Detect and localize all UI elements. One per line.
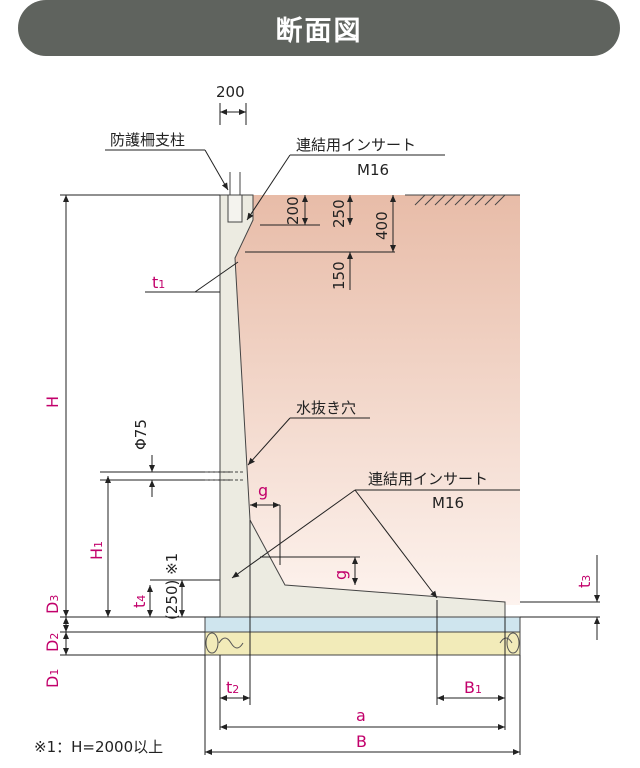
H-label: H — [43, 396, 62, 408]
B-label: B — [356, 732, 367, 751]
insert-top-size: M16 — [357, 161, 389, 179]
D3-label: D3 — [43, 595, 62, 614]
base-concrete — [204, 616, 521, 633]
page-title: 断面図 — [275, 16, 363, 47]
soil-backfill — [220, 195, 520, 605]
dim-150: 150 — [330, 261, 348, 290]
t3-label: t3 — [575, 575, 594, 588]
dim-250-note: (250) ※1 — [163, 553, 181, 620]
B1-label: B1 — [464, 678, 482, 697]
insert-top-label: 連結用インサート — [296, 136, 416, 154]
phi75-label: Φ75 — [132, 419, 150, 450]
H1-label: H1 — [87, 541, 106, 560]
fence-post — [227, 172, 243, 223]
g-upper-label: g — [258, 481, 268, 500]
dimension-lines — [60, 103, 600, 755]
dim-insert-250: 250 — [330, 199, 348, 228]
insert-bottom-label: 連結用インサート — [368, 470, 488, 488]
gravel-foundation — [204, 631, 521, 656]
D1-label: D1 — [43, 669, 62, 688]
insert-bottom-size: M16 — [432, 494, 464, 512]
ground-hatch — [405, 194, 520, 206]
footnote: ※1：H=2000以上 — [34, 738, 163, 756]
fence-post-label: 防護柵支柱 — [110, 131, 185, 149]
title-banner: 断面図 — [18, 0, 620, 56]
dim-insert-400: 400 — [373, 211, 391, 240]
drain-hole-label: 水抜き穴 — [296, 399, 356, 417]
a-label: a — [356, 706, 366, 725]
t1-label: t1 — [152, 273, 165, 292]
t2-label: t2 — [226, 678, 239, 697]
dim-insert-200: 200 — [284, 196, 302, 225]
dim-top-width: 200 — [216, 83, 245, 101]
D2-label: D2 — [43, 633, 62, 652]
drain-hole — [205, 471, 245, 481]
gravel-stones — [205, 632, 520, 654]
leader-lines — [105, 149, 520, 599]
t4-label: t4 — [130, 595, 149, 608]
g-lower-label: g — [331, 570, 350, 580]
